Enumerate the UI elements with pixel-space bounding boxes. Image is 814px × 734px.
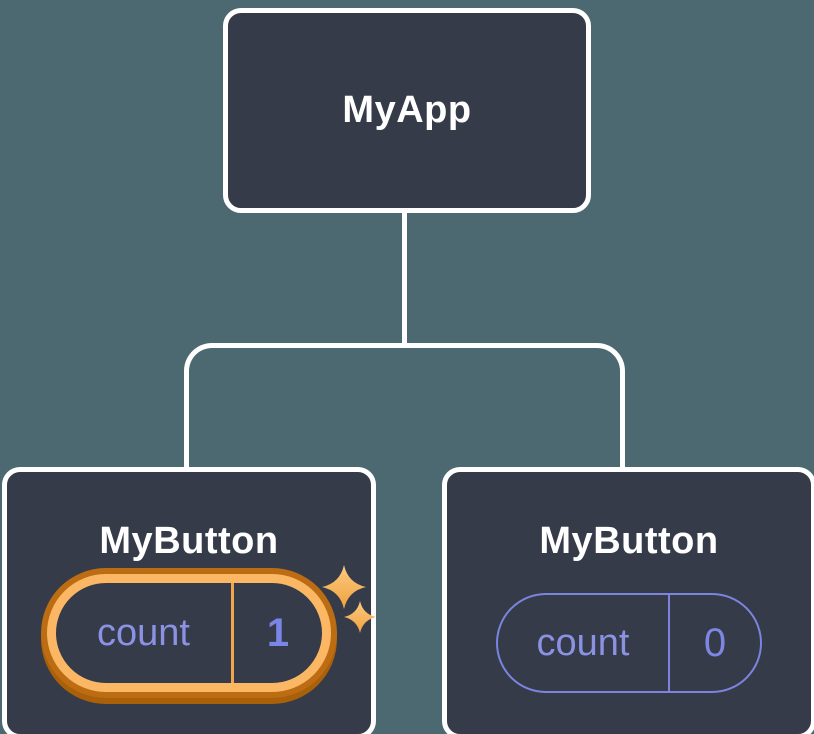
state-pill-highlighted: count 1 — [47, 574, 331, 692]
connector-branch — [184, 343, 625, 470]
state-value-cell: 1 — [234, 583, 322, 683]
child-node-label: MyButton — [539, 520, 719, 562]
state-pill: count 0 — [496, 593, 762, 693]
state-key-cell: count — [498, 595, 668, 691]
state-value: 1 — [266, 610, 290, 655]
child-node-mybutton-1: MyButton count 1 — [2, 467, 376, 734]
child-node-label: MyButton — [99, 520, 279, 562]
pill-divider — [231, 583, 234, 683]
connector-trunk — [402, 213, 407, 346]
state-value: 0 — [703, 620, 727, 665]
state-key-label: count — [536, 621, 630, 664]
child-node-mybutton-2: MyButton count 0 — [442, 467, 814, 734]
state-key-label: count — [97, 611, 190, 654]
root-node-label: MyApp — [342, 89, 472, 131]
state-key-cell: count — [56, 583, 231, 683]
state-value-cell: 0 — [670, 595, 760, 691]
root-node: MyApp — [223, 8, 591, 213]
pill-divider — [668, 595, 670, 691]
